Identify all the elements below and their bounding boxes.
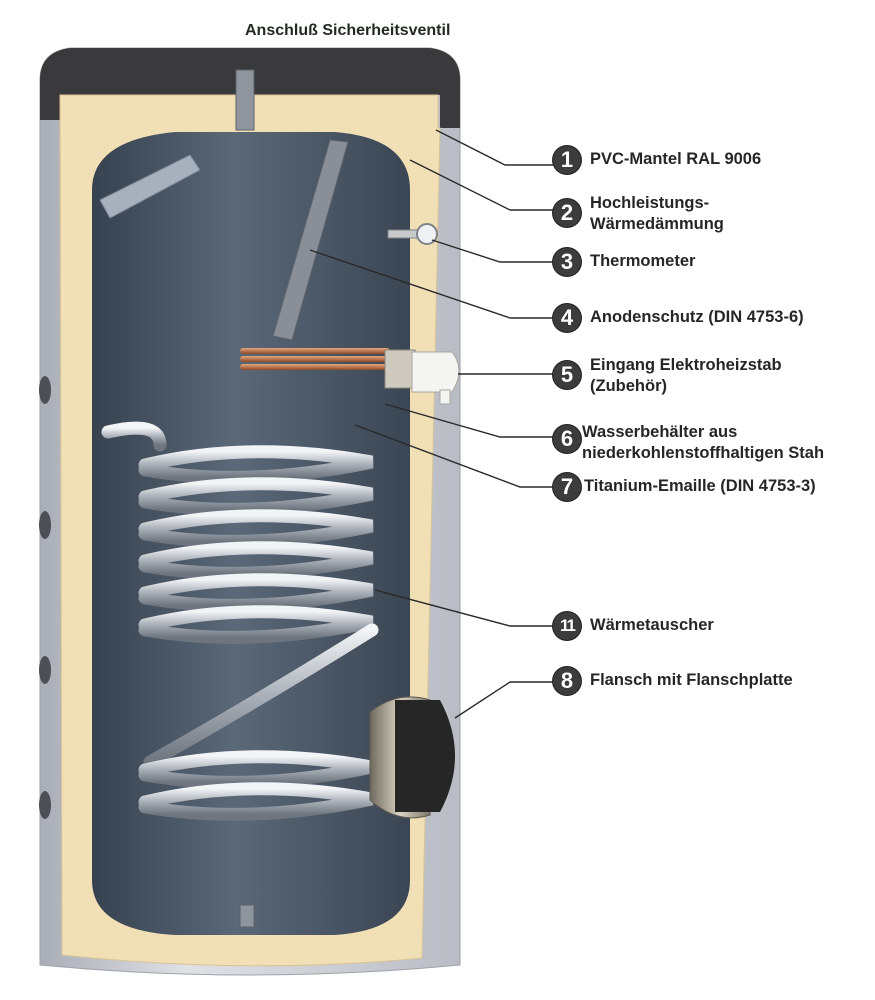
badge-2: 2 (553, 199, 581, 227)
badge-8: 8 (553, 667, 581, 695)
badge-3: 3 (553, 248, 581, 276)
leader-4 (309, 249, 553, 319)
safety-valve-label: Anschluß Sicherheitsventil (245, 22, 451, 39)
heat-exchanger-coil (101, 421, 379, 821)
callout-label-3: Thermometer (590, 252, 696, 270)
callout-label-5-line2: (Zubehör) (590, 377, 667, 395)
leader-3 (431, 239, 553, 263)
callout-label-5-line1: Eingang Elektroheizstab (590, 356, 782, 374)
callout-3: 3 Thermometer (553, 248, 695, 276)
badge-1: 1 (553, 146, 581, 174)
callout-1: 1 PVC-Mantel RAL 9006 (553, 146, 761, 174)
callout-6: 6 Wasserbehälter aus niederkohlenstoffha… (553, 422, 824, 464)
leader-2 (409, 159, 553, 211)
callout-label-6: Wasserbehälter aus niederkohlenstoffhalt… (582, 422, 824, 464)
water-tank (92, 132, 410, 935)
callout-label-7: Titanium-Emaille (DIN 4753-3) (584, 477, 816, 495)
callout-label-11: Wärmetauscher (590, 616, 714, 634)
sensor-sleeve (99, 154, 201, 219)
callout-label-6-line1: Wasserbehälter aus (582, 423, 738, 441)
leader-8 (454, 681, 553, 719)
leader-1 (435, 129, 553, 166)
badge-7: 7 (553, 473, 581, 501)
callout-label-2-line1: Hochleistungs- (590, 194, 710, 212)
leader-7 (354, 424, 553, 488)
callout-label-1: PVC-Mantel RAL 9006 (590, 150, 762, 168)
callout-4: 4 Anodenschutz (DIN 4753-6) (553, 304, 804, 332)
callout-label-6-line2: niederkohlenstoffhaltigen Stah (582, 444, 825, 462)
anode-rod (272, 139, 349, 341)
leader-lines (309, 129, 553, 719)
drain-pipe (239, 904, 255, 928)
flange-with-plate (369, 696, 455, 819)
callout-label-2: Hochleistungs- Wärmedämmung (590, 193, 724, 235)
callout-label-2-line2: Wärmedämmung (590, 215, 724, 233)
callout-label-4: Anodenschutz (DIN 4753-6) (590, 308, 804, 326)
callout-label-5: Eingang Elektroheizstab (Zubehör) (590, 355, 782, 397)
badge-4: 4 (553, 304, 581, 332)
callout-11: 11 Wärmetauscher (553, 612, 714, 640)
safety-valve-pipe (235, 69, 255, 131)
callout-8: 8 Flansch mit Flanschplatte (553, 667, 793, 695)
leader-11 (374, 589, 553, 627)
callout-5: 5 Eingang Elektroheizstab (Zubehör) (553, 355, 782, 397)
thermometer (387, 223, 438, 245)
electric-heating-element (240, 348, 460, 405)
badge-5: 5 (553, 361, 581, 389)
badge-11: 11 (553, 612, 581, 640)
badge-6: 6 (553, 425, 581, 453)
callout-7: 7 Titanium-Emaille (DIN 4753-3) (553, 473, 816, 501)
callout-2: 2 Hochleistungs- Wärmedämmung (553, 193, 724, 235)
leader-6 (384, 403, 553, 438)
callout-label-8: Flansch mit Flanschplatte (590, 671, 793, 689)
